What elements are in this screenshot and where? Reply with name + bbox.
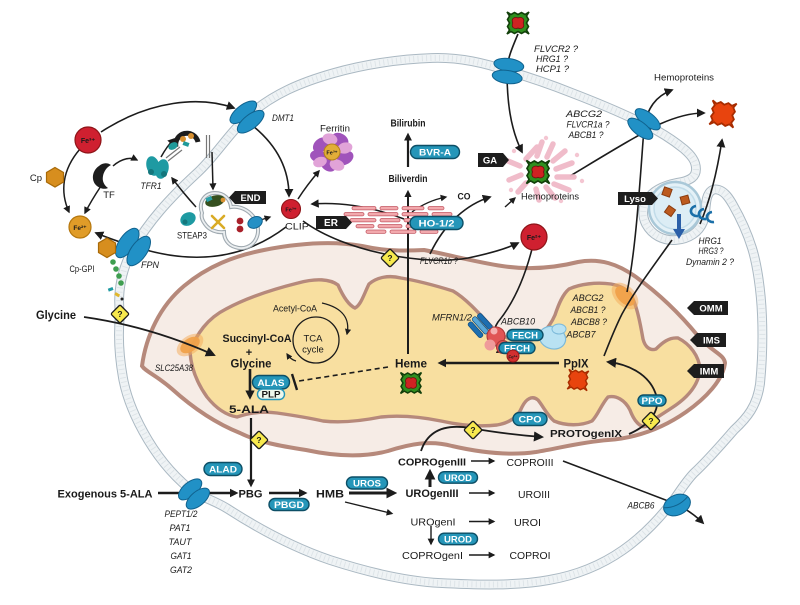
svg-text:Dynamin 2 ?: Dynamin 2 ? (686, 257, 735, 268)
svg-text:ABCB7: ABCB7 (566, 330, 597, 341)
svg-text:PpIX: PpIX (564, 359, 589, 371)
svg-text:COPROIII: COPROIII (507, 457, 554, 469)
svg-text:GA: GA (483, 156, 497, 167)
svg-text:ABCB1 ?: ABCB1 ? (570, 305, 607, 316)
svg-text:HRG1: HRG1 (699, 236, 722, 247)
svg-text:FECH: FECH (504, 344, 530, 354)
svg-text:GAT2: GAT2 (170, 565, 193, 576)
svg-text:HCP1 ?: HCP1 ? (536, 64, 570, 75)
svg-text:Biliverdin: Biliverdin (389, 174, 428, 185)
svg-text:MFRN1/2: MFRN1/2 (432, 313, 473, 324)
svg-text:?: ? (648, 416, 653, 426)
svg-text:TF: TF (103, 190, 115, 201)
svg-text:Cp-GPI: Cp-GPI (70, 264, 95, 274)
svg-text:Acetyl-CoA: Acetyl-CoA (273, 304, 318, 315)
svg-text:PAT1: PAT1 (170, 523, 191, 534)
svg-text:ALAD: ALAD (209, 465, 237, 476)
svg-text:ABCG2: ABCG2 (572, 293, 605, 304)
svg-text:ABCB1 ?: ABCB1 ? (568, 130, 605, 141)
svg-text:ALAS: ALAS (258, 378, 285, 389)
svg-text:ABCB8 ?: ABCB8 ? (570, 317, 608, 328)
svg-text:5-ALA: 5-ALA (229, 404, 269, 416)
svg-text:ABCB6: ABCB6 (627, 501, 655, 512)
svg-text:UROI: UROI (514, 517, 541, 529)
svg-text:PEPT1/2: PEPT1/2 (165, 509, 199, 520)
svg-text:Fe³⁺: Fe³⁺ (81, 138, 96, 145)
svg-text:PROTOgenIX: PROTOgenIX (550, 428, 622, 440)
svg-text:COPROgenI: COPROgenI (402, 550, 463, 562)
svg-text:END: END (240, 193, 260, 204)
svg-text:UROgenIII: UROgenIII (406, 488, 459, 500)
svg-text:PBG: PBG (239, 489, 263, 501)
svg-text:COPROgenIII: COPROgenIII (398, 457, 466, 469)
svg-text:HMB: HMB (316, 489, 344, 501)
svg-text:TAUT: TAUT (169, 537, 193, 548)
svg-text:DMT1: DMT1 (272, 113, 294, 124)
svg-text:Exogenous 5-ALA: Exogenous 5-ALA (58, 489, 153, 501)
svg-text:UROD: UROD (444, 473, 472, 484)
svg-text:CPO: CPO (519, 415, 542, 426)
svg-text:CLIP: CLIP (285, 222, 309, 233)
svg-text:COPROI: COPROI (510, 550, 551, 562)
svg-text:Fe²⁺: Fe²⁺ (73, 225, 87, 232)
svg-text:Bilirubin: Bilirubin (391, 119, 426, 130)
svg-text:STEAP3: STEAP3 (177, 231, 207, 242)
svg-text:Cp: Cp (30, 173, 42, 184)
svg-text:FPN: FPN (141, 260, 159, 271)
svg-text:UROIII: UROIII (518, 489, 550, 501)
svg-text:Glycine: Glycine (231, 359, 272, 371)
svg-text:Succinyl-CoA: Succinyl-CoA (223, 333, 292, 345)
svg-text:?: ? (387, 253, 392, 263)
svg-text:IMS: IMS (703, 336, 720, 347)
svg-text:?: ? (117, 309, 122, 319)
svg-text:Fe²⁺: Fe²⁺ (527, 235, 542, 242)
svg-text:+: + (246, 347, 252, 359)
svg-text:TFR1: TFR1 (141, 181, 162, 192)
svg-text:Glycine: Glycine (36, 310, 76, 322)
svg-text:ABCG2: ABCG2 (565, 109, 603, 120)
svg-text:OMM: OMM (699, 304, 722, 315)
svg-text:ABCB10: ABCB10 (500, 317, 536, 328)
svg-text:IMM: IMM (700, 367, 719, 378)
svg-text:SLC25A38: SLC25A38 (155, 363, 194, 374)
svg-text:Hemoproteins: Hemoproteins (654, 73, 715, 83)
svg-text:FLVCR2 ?: FLVCR2 ? (534, 44, 579, 55)
svg-text:CO: CO (458, 192, 471, 202)
svg-text:PBGD: PBGD (274, 500, 304, 511)
svg-text:cycle: cycle (302, 345, 324, 356)
svg-text:Ferritin: Ferritin (320, 124, 350, 134)
svg-text:?: ? (470, 425, 475, 435)
svg-text:Fe²⁺: Fe²⁺ (508, 355, 518, 360)
svg-text:UROD: UROD (444, 535, 472, 546)
svg-text:ER: ER (324, 218, 339, 229)
svg-text:FLVCR1b ?: FLVCR1b ? (420, 256, 459, 267)
svg-text:UROS: UROS (353, 479, 381, 490)
svg-text:FLVCR1a ?: FLVCR1a ? (567, 120, 611, 131)
svg-text:FECH: FECH (512, 331, 538, 341)
svg-text:Lyso: Lyso (624, 194, 646, 205)
svg-text:UROgenI: UROgenI (411, 517, 456, 529)
svg-text:BVR-A: BVR-A (419, 148, 451, 159)
svg-text:?: ? (256, 435, 261, 445)
svg-text:HRG1 ?: HRG1 ? (536, 54, 569, 65)
svg-text:Fe³⁺: Fe³⁺ (326, 150, 337, 157)
svg-text:PLP: PLP (262, 390, 281, 400)
svg-text:HO-1/2: HO-1/2 (419, 219, 455, 230)
svg-text:HRG3 ?: HRG3 ? (699, 246, 725, 257)
svg-text:GAT1: GAT1 (171, 551, 192, 562)
svg-text:Hemoproteins: Hemoproteins (521, 192, 580, 202)
svg-text:Heme: Heme (395, 359, 427, 371)
svg-text:Fe³⁺: Fe³⁺ (285, 207, 296, 214)
svg-text:PPO: PPO (642, 396, 663, 406)
svg-text:TCA: TCA (304, 334, 324, 345)
